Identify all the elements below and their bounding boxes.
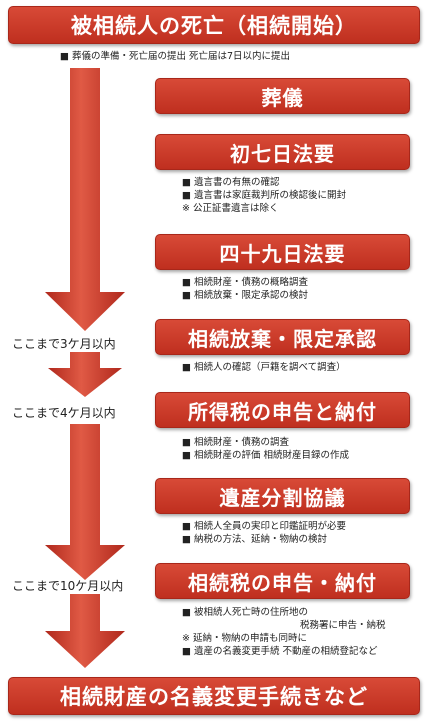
step-income-tax-notes: ■ 相続財産・債務の調査 ■ 相続財産の評価 相続財産目録の作成: [182, 436, 349, 462]
deadline-10-months: ここまで10ケ月以内: [12, 579, 124, 593]
arrow-2: [48, 352, 122, 397]
step-shonanoka: 初七日法要: [155, 134, 410, 170]
note-item: ■ 遺産の名義変更手続 不動産の相続登記など: [182, 646, 378, 657]
step-label: 初七日法要: [230, 141, 335, 166]
arrow-4: [45, 594, 125, 668]
title-text: 被相続人の死亡（相続開始）: [71, 14, 357, 38]
step-label: 相続税の申告・納付: [188, 570, 377, 595]
step-estate-division-notes: ■ 相続人全員の実印と印鑑証明が必要 ■ 納税の方法、延納・物納の検討: [182, 520, 346, 546]
final-text: 相続財産の名義変更手続きなど: [60, 685, 368, 709]
step-label: 所得税の申告と納付: [188, 399, 377, 424]
step-renunciation-notes: ■ 相続人の確認（戸籍を調べて調査）: [182, 361, 346, 374]
step-shonanoka-notes: ■ 遺言書の有無の確認 ■ 遺言書は家庭裁判所の検認後に開封 ※ 公正証書遺言は…: [182, 176, 346, 215]
step-label: 葬儀: [261, 85, 304, 110]
step-income-tax: 所得税の申告と納付: [155, 392, 410, 428]
step-funeral: 葬儀: [155, 78, 410, 114]
note-item: ■ 相続財産の評価 相続財産目録の作成: [182, 450, 350, 461]
note-item: ※ 延納・物納の申請も同時に: [182, 633, 307, 644]
note-item: ※ 公正証書遺言は除く: [182, 203, 279, 214]
deadline-3-months: ここまで3ケ月以内: [12, 337, 116, 351]
step-label: 遺産分割協議: [219, 485, 346, 510]
title-note: ■ 葬儀の準備・死亡届の提出 死亡届は7日以内に提出: [60, 50, 290, 63]
title-note-text: ■ 葬儀の準備・死亡届の提出 死亡届は7日以内に提出: [60, 51, 291, 62]
step-label: 四十九日法要: [219, 241, 346, 266]
note-item: ■ 相続放棄・限定承認の検討: [182, 290, 308, 301]
step-shijukunichi-notes: ■ 相続財産・債務の概略調査 ■ 相続放棄・限定承認の検討: [182, 276, 308, 302]
note-item: ■ 遺言書は家庭裁判所の検認後に開封: [182, 190, 346, 201]
title-box: 被相続人の死亡（相続開始）: [8, 6, 420, 44]
step-shijukunichi: 四十九日法要: [155, 234, 410, 270]
step-inheritance-tax: 相続税の申告・納付: [155, 563, 410, 599]
arrow-3: [45, 424, 125, 580]
note-item: ■ 相続人の確認（戸籍を調べて調査）: [182, 362, 346, 373]
note-item: ■ 遺言書の有無の確認: [182, 177, 280, 188]
note-item: ■ 相続財産・債務の調査: [182, 437, 289, 448]
deadline-4-months: ここまで4ケ月以内: [12, 406, 116, 420]
step-estate-division: 遺産分割協議: [155, 478, 410, 514]
note-item: 税務署に申告・納税: [300, 620, 386, 631]
final-box: 相続財産の名義変更手続きなど: [8, 677, 420, 715]
note-item: ■ 相続財産・債務の概略調査: [182, 277, 308, 288]
note-item: ■ 納税の方法、延納・物納の検討: [182, 534, 327, 545]
note-item: ■ 被相続人死亡時の住所地の: [182, 607, 308, 618]
note-item: ■ 相続人全員の実印と印鑑証明が必要: [182, 521, 346, 532]
step-inheritance-tax-notes: ■ 被相続人死亡時の住所地の 税務署に申告・納税 ※ 延納・物納の申請も同時に …: [182, 606, 386, 658]
arrow-1: [45, 68, 125, 331]
step-label: 相続放棄・限定承認: [188, 326, 377, 351]
step-renunciation: 相続放棄・限定承認: [155, 319, 410, 355]
